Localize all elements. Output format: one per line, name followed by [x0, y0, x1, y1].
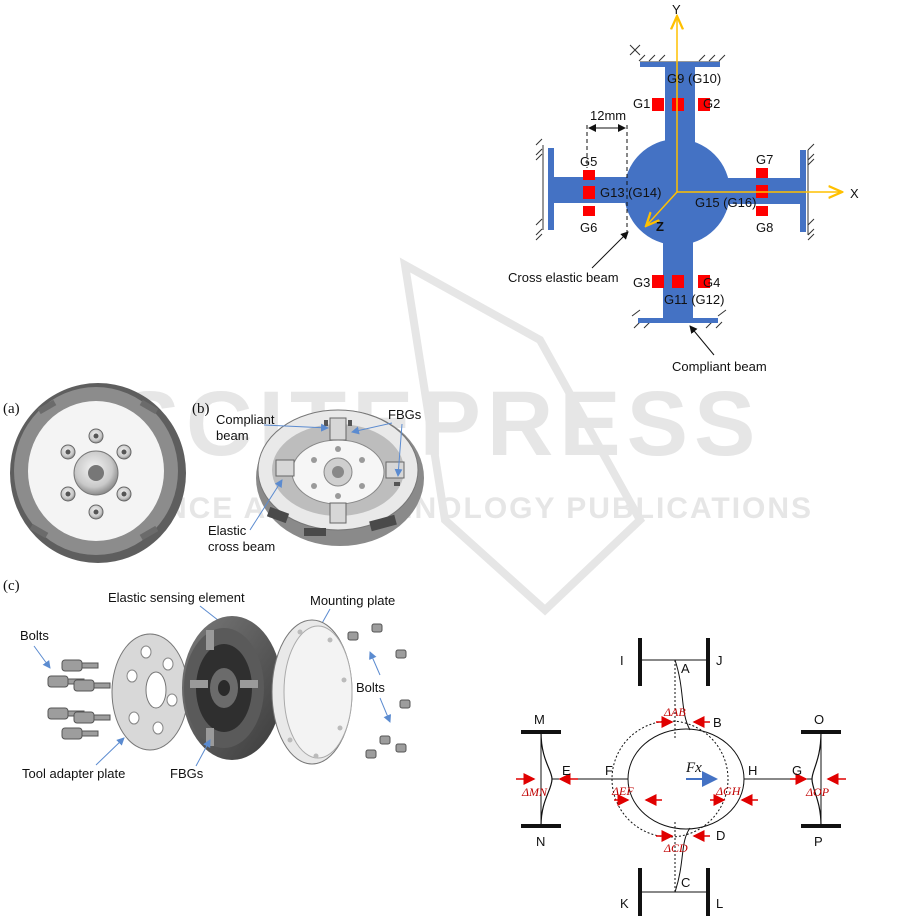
- callout-cross-arrow: [591, 231, 629, 269]
- axis-y-label: Y: [672, 2, 681, 17]
- coordinate-axes: [646, 16, 842, 226]
- label-cross-line1: Elastic: [208, 523, 247, 538]
- label-b-fbgs: FBGs: [388, 407, 422, 422]
- label-compliant-line1: Compliant: [216, 412, 275, 427]
- label-compliant-line2: beam: [216, 428, 249, 443]
- label-g5: G5: [580, 154, 597, 169]
- panel-a-tag: (a): [3, 401, 20, 417]
- watermark: SCITEPRESS SCIENCE AND TECHNOLOGY PUBLIC…: [87, 257, 811, 616]
- axis-z-label: Z: [656, 219, 664, 234]
- watermark-brand: SCITEPRESS: [119, 373, 762, 475]
- delta-mn: ΔMN: [521, 785, 548, 799]
- callout-compliant-beam: Compliant beam: [672, 359, 767, 374]
- deformation-arrows: [516, 716, 846, 842]
- point-e: E: [562, 763, 571, 778]
- label-g1: G1: [633, 96, 650, 111]
- label-g4: G4: [703, 275, 720, 290]
- deformation-diagram: Fx ΔAB ΔEF ΔGH ΔCD ΔMN ΔOP I A J B: [516, 638, 846, 916]
- point-b: B: [713, 715, 722, 730]
- label-g11-g12: G11 (G12): [664, 292, 724, 307]
- point-a: A: [681, 661, 690, 676]
- dimension-label: 12mm: [590, 108, 626, 123]
- point-k: K: [620, 896, 629, 911]
- axis-x-label: X: [850, 186, 859, 201]
- label-g3: G3: [633, 275, 650, 290]
- label-tool-adapter-plate: Tool adapter plate: [22, 766, 125, 781]
- point-j: J: [716, 653, 723, 668]
- callout-cross-elastic-beam: Cross elastic beam: [508, 270, 619, 285]
- watermark-logo-shape: [399, 257, 646, 616]
- point-p: P: [814, 834, 823, 849]
- bolts-right-group: [347, 623, 411, 759]
- delta-gh: ΔGH: [715, 784, 742, 798]
- label-g15-g16: G15 (G16): [695, 195, 756, 210]
- label-cross-line2: cross beam: [208, 539, 275, 554]
- delta-cd: ΔCD: [663, 841, 688, 855]
- label-bolts-left: Bolts: [20, 628, 49, 643]
- delta-op: ΔOP: [805, 785, 830, 799]
- delta-ab: ΔAB: [663, 705, 686, 719]
- label-bolts-right: Bolts: [356, 680, 385, 695]
- panel-b-tag: (b): [192, 401, 210, 417]
- label-g6: G6: [580, 220, 597, 235]
- dimension-12mm: 12mm: [586, 108, 628, 232]
- label-g9-g10: G9 (G10): [667, 71, 721, 86]
- bolts-left-group: [47, 659, 111, 740]
- cross-beam-diagram: Y X Z 12mm G9 (G10) G1 G2 G5 G13 (G14) G…: [508, 2, 859, 374]
- point-n: N: [536, 834, 545, 849]
- point-c: C: [681, 875, 690, 890]
- point-h: H: [748, 763, 757, 778]
- panel-b: (b) Compliant beam FBGs: [192, 401, 424, 554]
- point-o: O: [814, 712, 824, 727]
- panel-c: (c) Elastic sensing element Mounting pla…: [3, 578, 411, 781]
- label-g8: G8: [756, 220, 773, 235]
- point-l: L: [716, 896, 723, 911]
- delta-ef: ΔEF: [611, 784, 634, 798]
- label-g13-g14: G13 (G14): [600, 185, 661, 200]
- point-d: D: [716, 828, 725, 843]
- panel-c-tag: (c): [3, 578, 20, 594]
- panel-a: (a): [3, 383, 186, 563]
- label-g7: G7: [756, 152, 773, 167]
- label-c-fbgs: FBGs: [170, 766, 204, 781]
- label-mounting-plate: Mounting plate: [310, 593, 395, 608]
- point-f: F: [605, 763, 613, 778]
- point-g: G: [792, 763, 802, 778]
- callout-compliant-arrow: [689, 325, 715, 356]
- point-m: M: [534, 712, 545, 727]
- label-g2: G2: [703, 96, 720, 111]
- fbg-gratings: [583, 98, 768, 288]
- point-i: I: [620, 653, 624, 668]
- label-elastic-sensing-element: Elastic sensing element: [108, 590, 245, 605]
- force-label: Fx: [685, 760, 702, 776]
